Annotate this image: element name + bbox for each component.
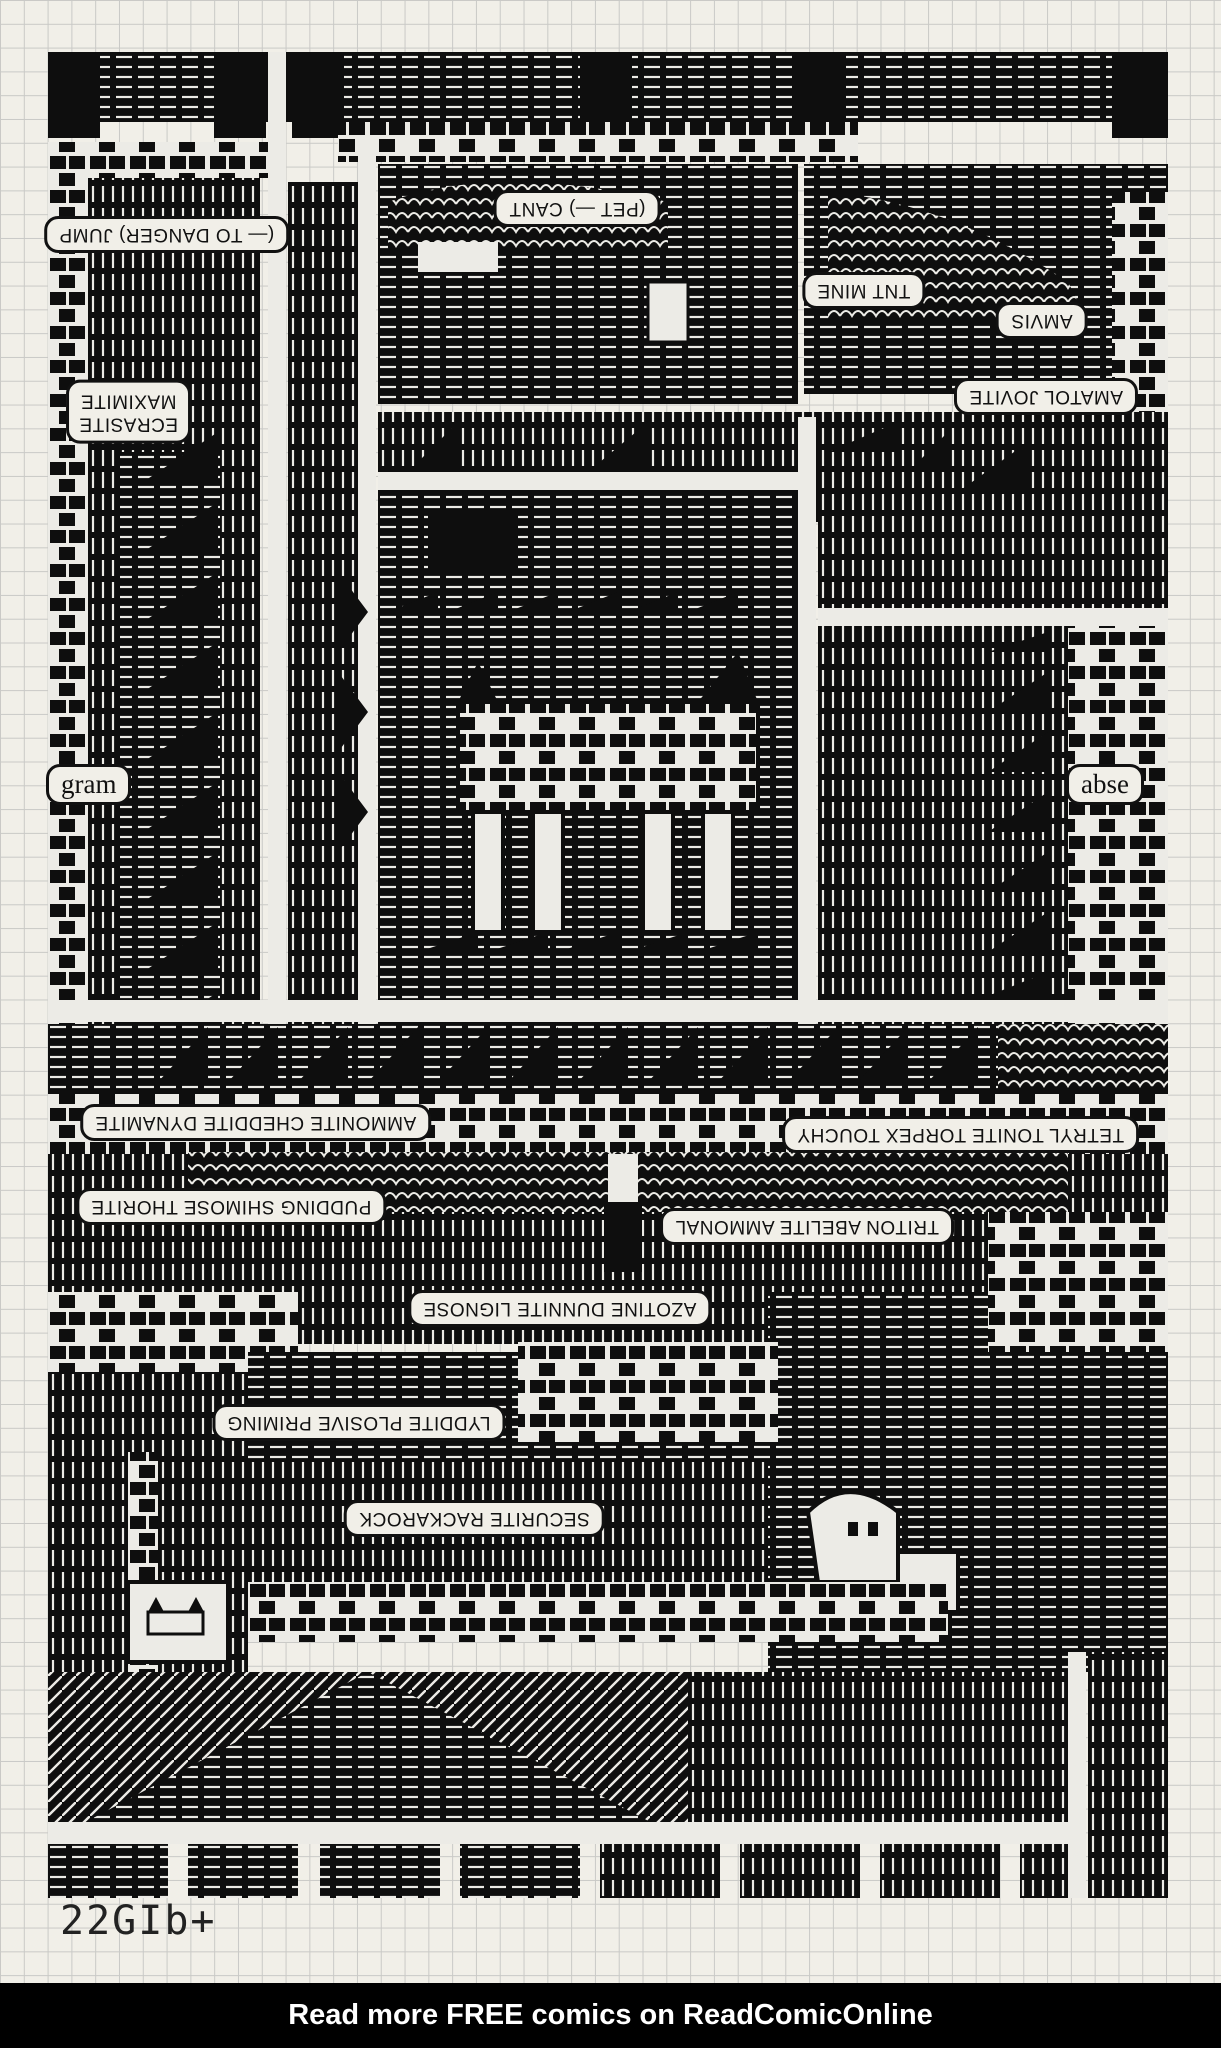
word-abse: abse (1066, 764, 1144, 805)
label-maximite: MAXIMITE (80, 390, 177, 412)
label-securite-rackarock: SECURITE RACKAROCK (344, 1500, 605, 1537)
label-ecrasite-maximite: ECRASITE MAXIMITE (66, 380, 192, 444)
label-azotine-dunnite-lignose: AZOTINE DUNNITE LIGNOSE (408, 1290, 712, 1327)
label-ecrasite: ECRASITE (79, 413, 179, 435)
label-amvis: AMVIS (996, 302, 1088, 339)
label-triton-abelite-ammonal: TRITON ABELITE AMMONAL (660, 1208, 955, 1245)
footer-banner: Read more FREE comics on ReadComicOnline (0, 1983, 1221, 2048)
label-tetryl-tonite-torpex-touchy: TETRYL TONITE TORPEX TOUCHY (782, 1116, 1140, 1153)
label-pudding-shimose-thorite: PUDDING SHIMOSE THORITE (76, 1188, 387, 1225)
footer-link[interactable]: Read more FREE comics on ReadComicOnline (288, 1999, 933, 2031)
label-lyddite-plosive-priming: LYDDITE PLOSIVE PRIMING (212, 1404, 506, 1441)
label-ammonite-cheddite-dynamite: AMMONITE CHEDDITE DYNAMITE (80, 1104, 432, 1141)
label-amatol-jovite: AMATOL JOVITE (954, 378, 1138, 415)
label-pet-cant: (PET —) CANT (494, 190, 661, 227)
label-to-danger-jump: (— TO DANGER) JUMP (44, 216, 290, 253)
artist-signature: 22GIb+ (60, 1898, 217, 1944)
comic-page: (— TO DANGER) JUMP (PET —) CANT TNT MINE… (0, 0, 1221, 1983)
label-tnt-mine: TNT MINE (802, 272, 926, 309)
word-gram: gram (46, 764, 132, 805)
